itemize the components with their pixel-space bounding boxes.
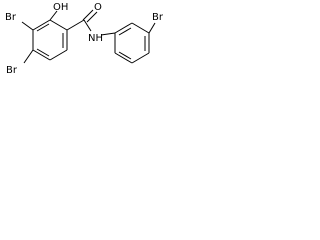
left-benzene-ring [32,19,68,61]
atom-label-br-top-left: Br [5,12,17,23]
left-ring-substituent-bonds [21,10,58,64]
amide-group [66,9,116,36]
atom-label-carbonyl-o: O [94,2,102,13]
atom-label-br-bottom-left: Br [6,65,18,76]
atom-label-hydroxyl: OH [53,2,68,13]
atom-label-amide-nh: NH [88,33,103,44]
atom-label-br-para: Br [152,12,164,23]
right-benzene-ring [114,22,150,64]
para-br-bond [148,22,156,34]
chemical-structure: Br OH O NH Br Br [5,2,164,76]
